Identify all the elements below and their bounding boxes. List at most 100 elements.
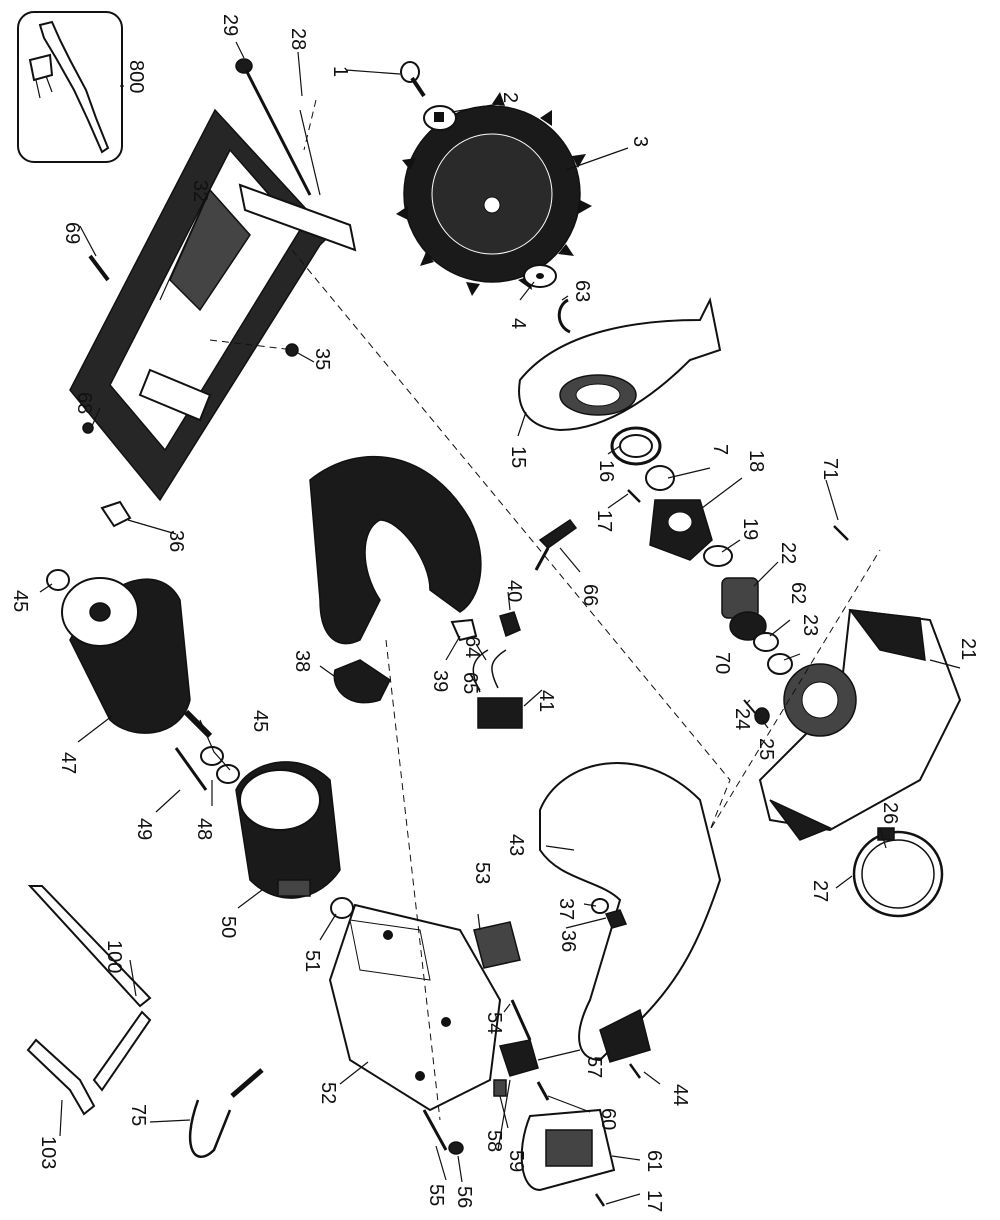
callout-47: 47 (57, 752, 79, 774)
callout-21: 21 (957, 638, 979, 660)
nameplate-53 (473, 921, 521, 969)
brush-spring (510, 999, 532, 1041)
wrench-103 (26, 1038, 96, 1116)
screw-17-lower (594, 1193, 606, 1207)
callout-45a: 45 (9, 590, 31, 612)
callout-63: 63 (571, 280, 593, 302)
callout-43: 43 (505, 834, 527, 856)
upper-guard (758, 608, 962, 841)
callout-15: 15 (507, 446, 529, 468)
brush-59 (493, 1079, 507, 1097)
callout-60: 60 (597, 1108, 619, 1130)
callout-19: 19 (739, 518, 761, 540)
callout-48: 48 (193, 818, 215, 840)
motor-housing (328, 903, 502, 1112)
callout-52: 52 (317, 1082, 339, 1104)
callout-45b: 45 (249, 710, 271, 732)
small-screw-24 (743, 699, 757, 715)
callout-71: 71 (819, 458, 841, 480)
callout-16: 16 (595, 460, 617, 482)
callout-18: 18 (745, 450, 767, 472)
inner-washer (523, 264, 557, 288)
depth-rod (235, 58, 321, 196)
handle (309, 455, 482, 704)
ball-bearing (767, 653, 793, 675)
thrust-washer (703, 545, 733, 567)
callout-75: 75 (127, 1104, 149, 1126)
screw-35 (285, 343, 299, 357)
callout-44: 44 (669, 1084, 691, 1106)
screw-44 (628, 1063, 642, 1079)
assembly-lines (209, 99, 881, 1121)
callout-65: 65 (459, 672, 481, 694)
callout-800: 800 (125, 60, 147, 93)
callout-41: 41 (535, 690, 557, 712)
guard-spring (610, 426, 662, 466)
callout-66: 66 (579, 584, 601, 606)
callout-58: 58 (483, 1130, 505, 1152)
washer-45-pair (200, 746, 240, 784)
callout-24: 24 (731, 708, 753, 730)
spindle (721, 577, 767, 641)
wrench-100 (27, 885, 152, 1092)
bushing (645, 465, 675, 491)
bearing-51 (330, 897, 354, 919)
saw-blade (396, 92, 592, 296)
callout-3: 3 (629, 136, 651, 147)
callout-23: 23 (799, 614, 821, 636)
retaining-ring (557, 298, 571, 334)
cord-clip-75 (188, 1068, 264, 1159)
screw-17-top (627, 489, 641, 503)
part-800-inset (17, 11, 123, 163)
nut-56 (448, 1141, 464, 1155)
callout-26: 26 (879, 802, 901, 824)
brush-holder (499, 1039, 539, 1077)
callout-57: 57 (583, 1056, 605, 1078)
callout-17a: 17 (593, 510, 615, 532)
field-assembly (235, 761, 341, 899)
callout-32: 32 (189, 180, 211, 202)
callout-64: 64 (461, 636, 483, 658)
screw-49 (174, 747, 208, 791)
gear-case-plate (649, 499, 713, 561)
callouts: 1 2 3 4 7 15 16 17 17 18 19 21 22 23 24 … (9, 14, 979, 1212)
pin-69 (88, 254, 110, 282)
callout-103: 103 (37, 1136, 59, 1169)
switch-trigger (450, 611, 521, 642)
needle-bearing (753, 632, 779, 652)
lever-36-lower (604, 909, 628, 929)
callout-35: 35 (311, 348, 333, 370)
callout-38: 38 (291, 650, 313, 672)
callout-54: 54 (483, 1012, 505, 1034)
screw-68 (82, 422, 94, 434)
lower-guard (518, 296, 722, 432)
callout-17b: 17 (643, 1190, 665, 1212)
callout-7: 7 (709, 444, 731, 455)
callout-61: 61 (643, 1150, 665, 1172)
washer-45-top (46, 569, 70, 591)
callout-53: 53 (471, 862, 493, 884)
callout-28: 28 (287, 28, 309, 50)
pin-60 (536, 1081, 550, 1101)
housing-half (539, 762, 722, 1063)
callout-27: 27 (809, 880, 831, 902)
callout-51: 51 (301, 950, 323, 972)
blade-bolt (400, 61, 426, 98)
callout-50: 50 (217, 916, 239, 938)
outer-washer (423, 105, 457, 131)
spring-25 (754, 707, 770, 725)
callout-36a: 36 (165, 530, 187, 552)
switch-box (472, 649, 523, 729)
shield-ring (852, 827, 944, 918)
screw-55 (422, 1109, 448, 1151)
callout-40: 40 (503, 580, 525, 602)
washer-37 (591, 898, 609, 914)
callout-68: 68 (73, 392, 95, 414)
callout-39: 39 (429, 670, 451, 692)
leader-lines (39, 41, 961, 1205)
lever-36-upper (100, 500, 132, 528)
callout-2: 2 (499, 92, 521, 103)
callout-62: 62 (787, 582, 809, 604)
screw-71 (833, 525, 849, 541)
